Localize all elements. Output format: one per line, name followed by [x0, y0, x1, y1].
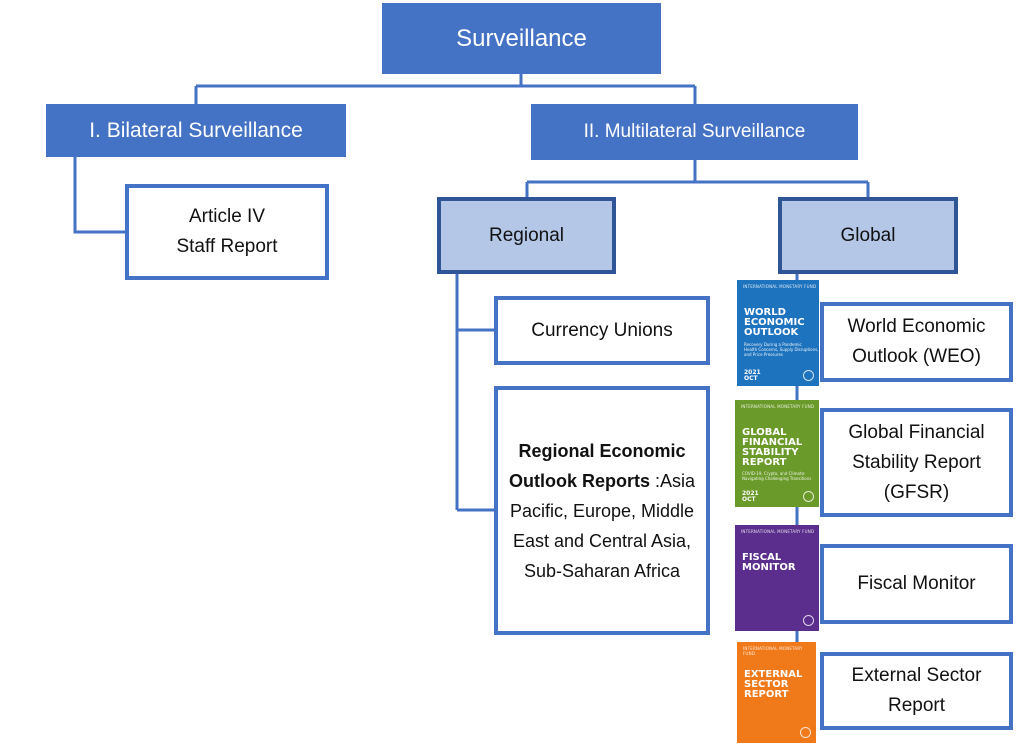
surveillance-title: Surveillance — [456, 24, 587, 52]
fiscal-monitor-cover-image: INTERNATIONAL MONETARY FUND FISCAL MONIT… — [735, 525, 819, 631]
article-iv-staff-report-node: Article IV Staff Report — [125, 184, 329, 280]
surveillance-root-node: Surveillance — [382, 3, 661, 74]
weo-line1: World Economic — [847, 316, 986, 337]
imf-seal-icon — [803, 491, 814, 502]
weo-cover-year: 2021 OCT — [744, 369, 761, 382]
regional-node: Regional — [437, 197, 616, 274]
gfsr-line3: (GFSR) — [883, 481, 950, 503]
gfsr-line2: Stability Report — [852, 451, 981, 473]
gfsr-cover-year: 2021 OCT — [742, 490, 759, 503]
currency-unions-label: Currency Unions — [531, 319, 673, 341]
external-sector-cover-title: EXTERNAL SECTOR REPORT — [744, 669, 803, 700]
reo-line2: Outlook Reports :Asia — [509, 466, 695, 496]
weo-cover-image: INTERNATIONAL MONETARY FUND WORLD ECONOM… — [737, 280, 819, 386]
gfsr-line1: Global Financial — [848, 421, 985, 443]
regional-economic-outlook-node: Regional Economic Outlook Reports :Asia … — [494, 386, 710, 635]
global-financial-stability-report-node: Global Financial Stability Report (GFSR) — [820, 408, 1013, 517]
gfsr-cover-org: INTERNATIONAL MONETARY FUND — [741, 404, 815, 409]
reo-line5: Sub-Saharan Africa — [523, 560, 681, 581]
reo-line4: East and Central Asia, — [512, 530, 692, 551]
external-sector-report-node: External Sector Report — [820, 652, 1013, 730]
multilateral-surveillance-node: II. Multilateral Surveillance — [531, 104, 858, 160]
weo-cover-title: WORLD ECONOMIC OUTLOOK — [744, 307, 805, 338]
gfsr-cover-image: INTERNATIONAL MONETARY FUND GLOBAL FINAN… — [735, 400, 819, 507]
world-economic-outlook-node: World Economic Outlook (WEO) — [820, 302, 1013, 382]
gfsr-cover-title: GLOBAL FINANCIAL STABILITY REPORT — [742, 427, 803, 468]
regional-label: Regional — [489, 224, 564, 246]
imf-seal-icon — [800, 727, 811, 738]
weo-cover-org: INTERNATIONAL MONETARY FUND — [743, 284, 817, 289]
bilateral-surveillance-label: I. Bilateral Surveillance — [89, 118, 303, 142]
reo-line3: Pacific, Europe, Middle — [509, 500, 695, 521]
bilateral-surveillance-node: I. Bilateral Surveillance — [46, 104, 346, 157]
external-sector-cover-org: INTERNATIONAL MONETARY FUND — [743, 646, 803, 656]
currency-unions-node: Currency Unions — [494, 296, 710, 365]
reo-line2-bold: Outlook Reports — [508, 470, 650, 491]
esr-line2: Report — [887, 695, 946, 716]
weo-cover-subtitle: Recovery During a Pandemic Health Concer… — [744, 342, 819, 357]
article-iv-line2: Staff Report — [176, 236, 278, 257]
external-sector-cover-image: INTERNATIONAL MONETARY FUND EXTERNAL SEC… — [737, 642, 816, 743]
fiscal-monitor-cover-title: FISCAL MONITOR — [742, 552, 796, 573]
imf-seal-icon — [803, 370, 814, 381]
multilateral-surveillance-label: II. Multilateral Surveillance — [583, 121, 806, 142]
esr-line1: External Sector — [851, 665, 982, 686]
fiscal-monitor-label: Fiscal Monitor — [857, 573, 976, 594]
global-label: Global — [840, 224, 896, 246]
weo-line2: Outlook (WEO) — [852, 346, 981, 367]
reo-line2-rest: :Asia — [649, 470, 696, 491]
gfsr-cover-subtitle: COVID-19, Crypto, and Climate: Navigatin… — [742, 471, 812, 481]
fiscal-monitor-cover-org: INTERNATIONAL MONETARY FUND — [741, 529, 815, 534]
global-node: Global — [778, 197, 958, 274]
imf-seal-icon — [803, 615, 814, 626]
article-iv-line1: Article IV — [188, 206, 266, 227]
reo-line1: Regional Economic — [518, 440, 686, 461]
fiscal-monitor-node: Fiscal Monitor — [820, 544, 1013, 624]
